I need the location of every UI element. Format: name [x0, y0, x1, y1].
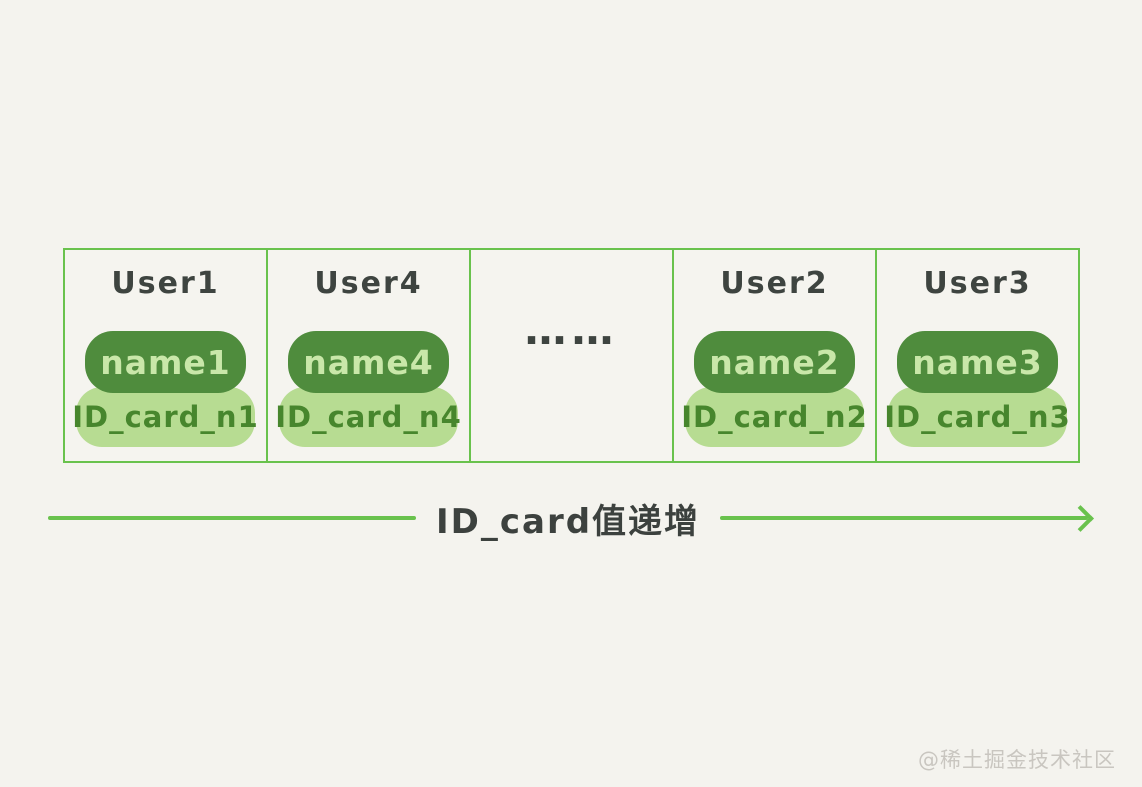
name-field-pill: name1	[85, 331, 246, 393]
id-card-field-pill: ID_card_n3	[884, 387, 1070, 447]
name-field-pill: name2	[694, 331, 855, 393]
arrow-label: ID_card值递增	[435, 501, 701, 542]
ellipsis-cell: ……	[471, 250, 674, 461]
id-card-field-pill: ID_card_n1	[72, 387, 258, 447]
field-pills: name1 ID_card_n1	[72, 331, 258, 447]
field-pills: name2 ID_card_n2	[681, 331, 867, 447]
id-card-field-pill: ID_card_n4	[275, 387, 461, 447]
field-pills: name4 ID_card_n4	[275, 331, 461, 447]
watermark: @稀土掘金技术社区	[918, 748, 1116, 772]
id-card-field-pill: ID_card_n2	[681, 387, 867, 447]
user-cell-user3: User3 name3 ID_card_n3	[877, 250, 1078, 461]
arrow-line-left	[48, 516, 416, 520]
user-title: User4	[314, 266, 423, 301]
user-cell-user4: User4 name4 ID_card_n4	[268, 250, 471, 461]
ellipsis-text: ……	[524, 305, 619, 354]
user-title: User2	[720, 266, 829, 301]
user-cell-user1: User1 name1 ID_card_n1	[65, 250, 268, 461]
user-title: User1	[111, 266, 220, 301]
user-cell-user2: User2 name2 ID_card_n2	[674, 250, 877, 461]
id-card-increasing-arrow: ID_card值递增	[48, 495, 1094, 542]
field-pills: name3 ID_card_n3	[884, 331, 1070, 447]
arrow-head-icon	[1067, 504, 1094, 532]
arrow-line-right	[720, 516, 1089, 520]
name-field-pill: name4	[288, 331, 449, 393]
user-title: User3	[923, 266, 1032, 301]
name-field-pill: name3	[897, 331, 1058, 393]
user-table: User1 name1 ID_card_n1 User4 name4 ID_ca…	[63, 248, 1080, 463]
